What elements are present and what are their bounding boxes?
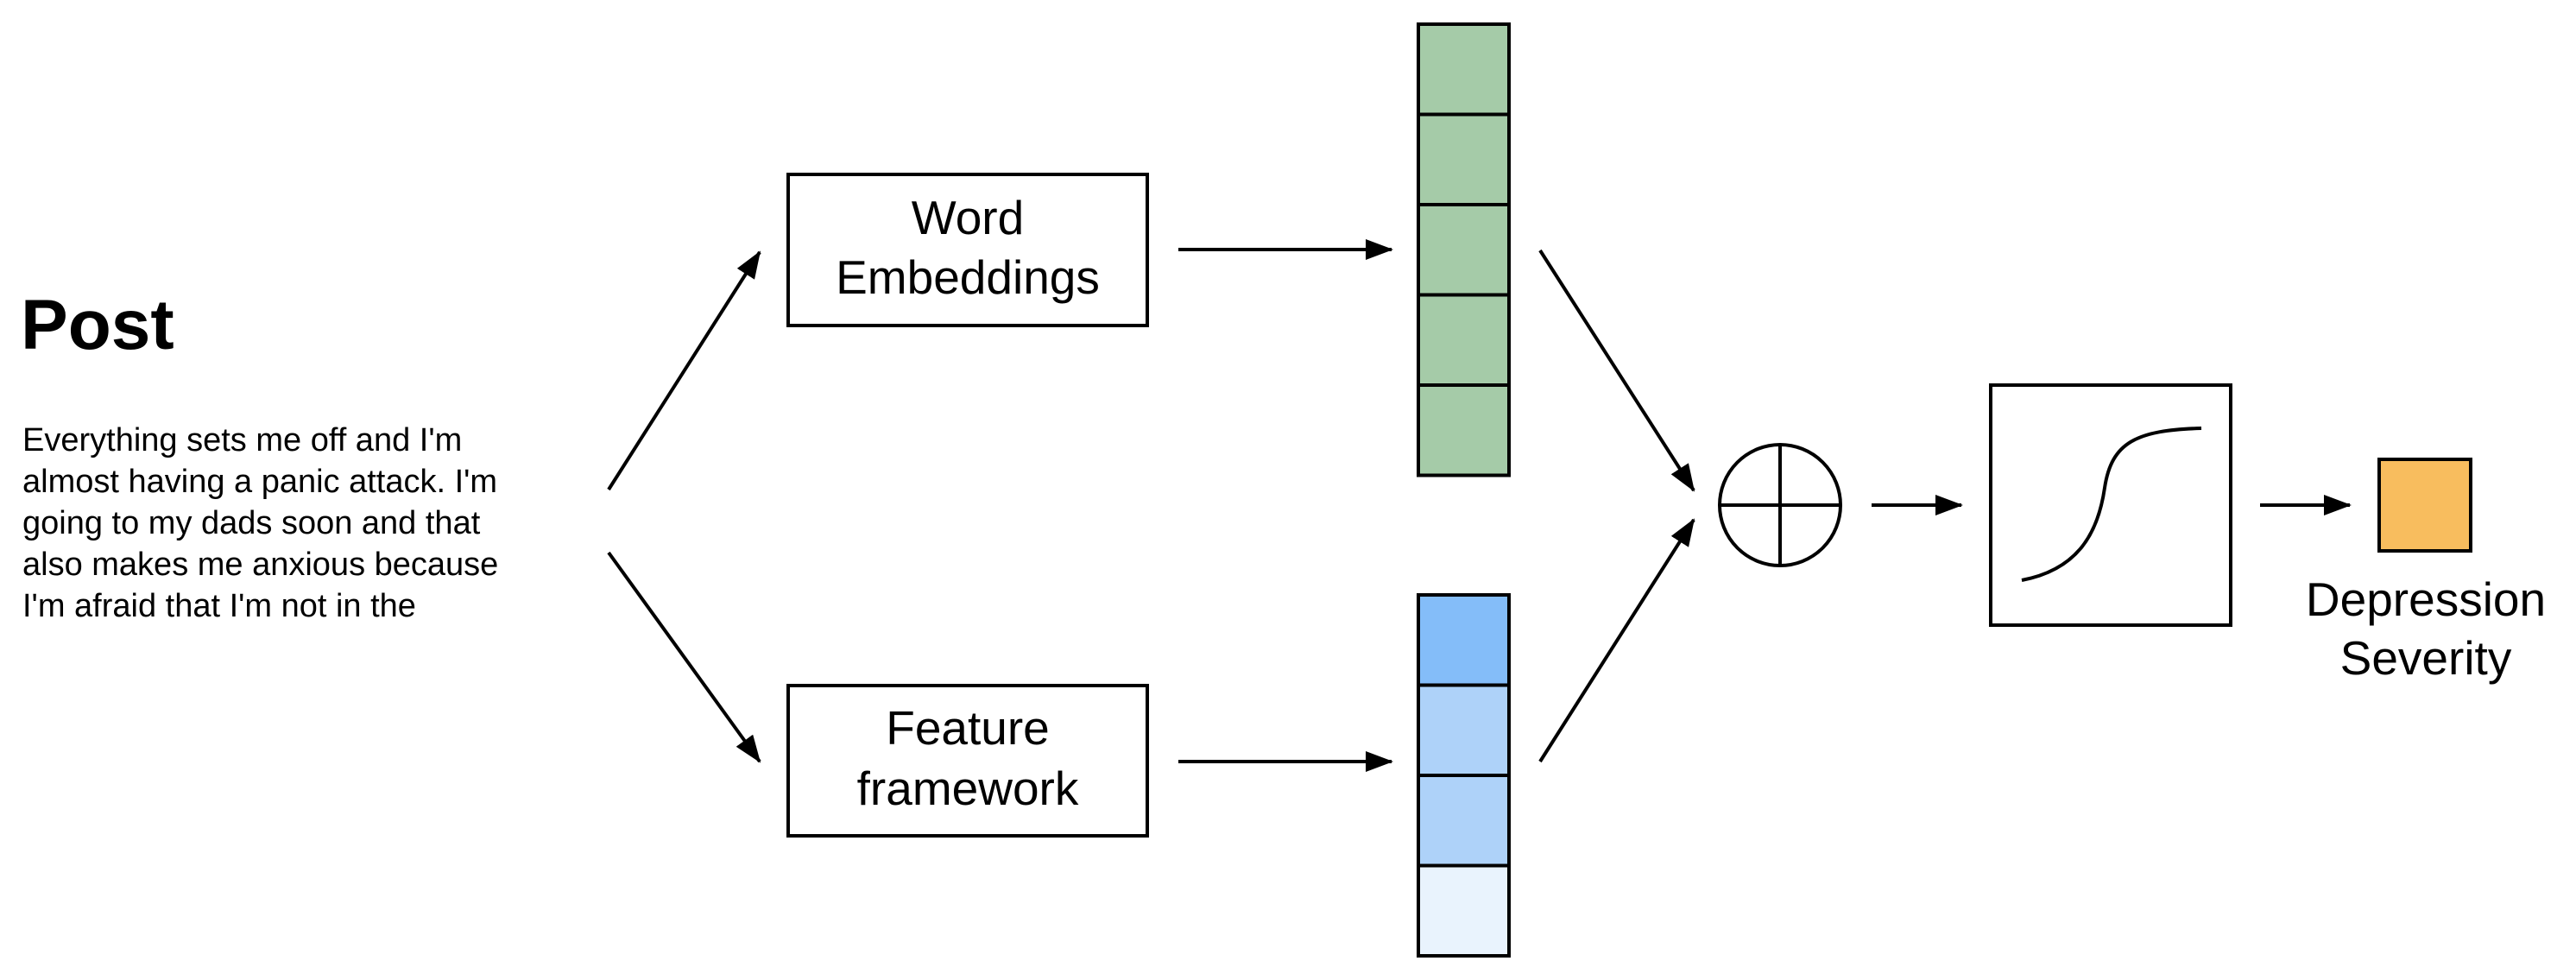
post-line: also makes me anxious because: [22, 547, 498, 583]
post-line: I'm afraid that I'm not in the: [22, 588, 416, 624]
embedding-vector-cell: [1417, 293, 1511, 387]
feature-framework-box: Feature framework: [786, 684, 1149, 838]
feature-vector: [1417, 593, 1511, 958]
embedding-vector-cell: [1417, 22, 1511, 117]
feature-vector-cell: [1417, 593, 1511, 687]
post-line: Everything sets me off and I'm: [22, 422, 462, 458]
output-label-line2: Severity: [2340, 631, 2512, 685]
embedding-vector: [1417, 22, 1511, 477]
word-embeddings-label-line1: Word: [912, 191, 1024, 244]
post-text: Everything sets me off and I'm almost ha…: [22, 422, 498, 624]
output-square: [2377, 458, 2472, 553]
word-embeddings-box: Word Embeddings: [786, 173, 1149, 327]
post-title: Post: [21, 286, 174, 364]
feature-vector-cell: [1417, 863, 1511, 958]
arrow-embedding-vector-to-combine: [1538, 249, 1695, 492]
embedding-vector-cell: [1417, 383, 1511, 477]
feature-vector-cell: [1417, 683, 1511, 777]
circled-plus-icon: [1718, 443, 1842, 567]
feature-framework-label-line2: framework: [857, 762, 1079, 815]
embedding-vector-cell: [1417, 112, 1511, 206]
activation-box: [1989, 383, 2232, 627]
embedding-vector-cell: [1417, 203, 1511, 297]
post-line: almost having a panic attack. I'm: [22, 464, 497, 500]
sigmoid-curve-icon: [2021, 427, 2202, 582]
word-embeddings-label-line2: Embeddings: [836, 250, 1100, 304]
arrow-post-to-embeddings: [607, 250, 761, 491]
post-line: going to my dads soon and that: [22, 505, 481, 541]
arrow-feature-vector-to-combine: [1538, 518, 1695, 763]
feature-vector-cell: [1417, 774, 1511, 868]
feature-framework-label-line1: Feature: [886, 701, 1050, 755]
output-label-line1: Depression: [2306, 572, 2546, 626]
arrow-post-to-features: [607, 551, 761, 763]
